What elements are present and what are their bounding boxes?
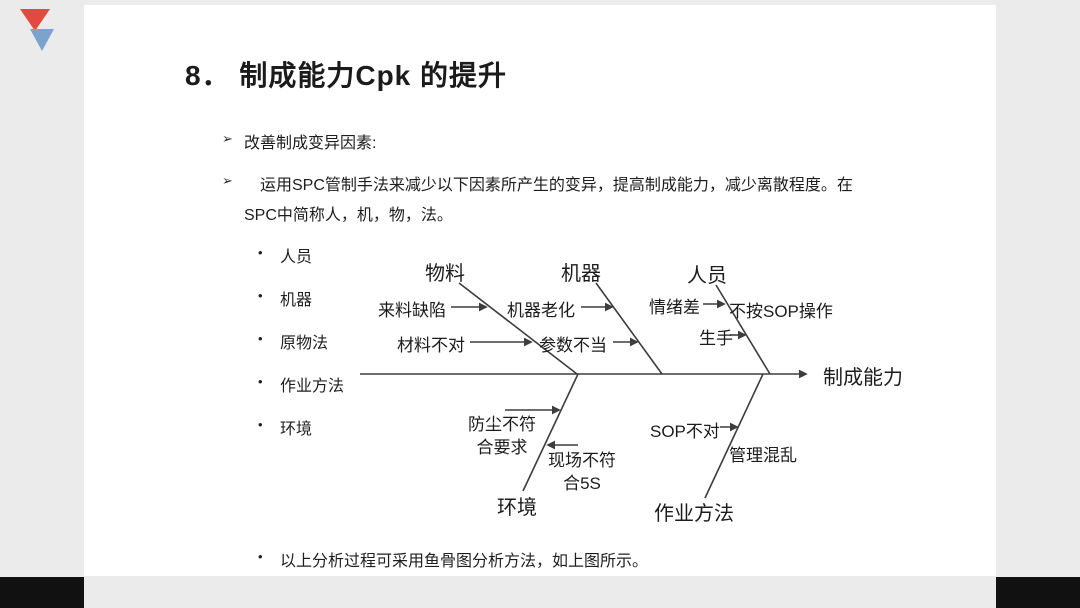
dot-bullet-icon: • (258, 417, 263, 432)
footnote: • 以上分析过程可采用鱼骨图分析方法，如上图所示。 (258, 547, 648, 571)
cause-label-dust-line2: 合要求 (476, 438, 528, 457)
bullet-point-2-line1: 运用SPC管制手法来减少以下因素所产生的变异，提高制成能力，减少离散程度。在 (260, 177, 853, 194)
cause-label-5s: 现场不符 合5S (540, 449, 624, 495)
cause-label-wrong-material: 材料不对 (397, 336, 465, 355)
factor-label: 人员 (280, 249, 313, 266)
factor-list-item: • 环境 (258, 415, 312, 439)
arrow-bullet-icon: ➢ (222, 173, 233, 188)
cause-label-5s-line1: 现场不符 (548, 451, 616, 470)
factor-list-item: • 人员 (258, 243, 312, 267)
arrow-bullet-icon: ➢ (222, 131, 233, 146)
bullet-point-2: ➢ 运用SPC管制手法来减少以下因素所产生的变异，提高制成能力，减少离散程度。在… (222, 171, 906, 231)
dot-bullet-icon: • (258, 288, 263, 303)
cause-label-incoming-defect: 来料缺陷 (378, 301, 446, 320)
category-label-machine: 机器 (561, 263, 601, 285)
dot-bullet-icon: • (258, 245, 263, 260)
footnote-text: 以上分析过程可采用鱼骨图分析方法，如上图所示。 (280, 553, 649, 570)
company-logo (20, 9, 54, 51)
cause-label-dust: 防尘不符 合要求 (462, 413, 542, 459)
factor-list-item: • 原物法 (258, 329, 328, 353)
cause-label-machine-aging: 机器老化 (507, 301, 575, 320)
bullet-point-2-line2: SPC中简称人，机，物，法。 (244, 207, 453, 224)
cause-label-dust-line1: 防尘不符 (468, 415, 536, 434)
bottom-left-corner-block (0, 577, 84, 608)
effect-label: 制成能力 (823, 367, 903, 389)
cause-label-5s-line2: 合5S (563, 474, 601, 493)
factor-label: 作业方法 (280, 378, 345, 395)
category-label-material: 物料 (425, 263, 465, 285)
factor-label: 原物法 (280, 335, 329, 352)
bullet-point-1-text: 改善制成变异因素: (244, 135, 377, 152)
page-title: 8． 制成能力Cpk 的提升 (185, 60, 508, 91)
cause-label-chaotic-management: 管理混乱 (729, 446, 797, 465)
cause-label-bad-mood: 情绪差 (649, 298, 700, 317)
cause-label-wrong-parameter: 参数不当 (539, 336, 607, 355)
category-label-method: 作业方法 (654, 503, 734, 525)
bottom-right-corner-block (996, 577, 1080, 608)
bullet-point-1: ➢ 改善制成变异因素: (222, 129, 376, 153)
dot-bullet-icon: • (258, 549, 263, 564)
dot-bullet-icon: • (258, 331, 263, 346)
bullet-point-2-text: 运用SPC管制手法来减少以下因素所产生的变异，提高制成能力，减少离散程度。在 S… (244, 171, 853, 231)
cause-label-wrong-sop: SOP不对 (650, 422, 720, 441)
logo-triangle-red-icon (20, 9, 50, 31)
dot-bullet-icon: • (258, 374, 263, 389)
category-label-environment: 环境 (497, 497, 537, 519)
factor-list-item: • 作业方法 (258, 372, 344, 396)
cause-label-novice: 生手 (699, 329, 733, 348)
logo-triangle-blue-icon (30, 29, 54, 51)
factor-label: 机器 (280, 292, 313, 309)
factor-label: 环境 (280, 421, 313, 438)
category-label-man: 人员 (687, 265, 727, 287)
factor-list-item: • 机器 (258, 286, 312, 310)
cause-label-not-following-sop: 不按SOP操作 (729, 302, 833, 321)
